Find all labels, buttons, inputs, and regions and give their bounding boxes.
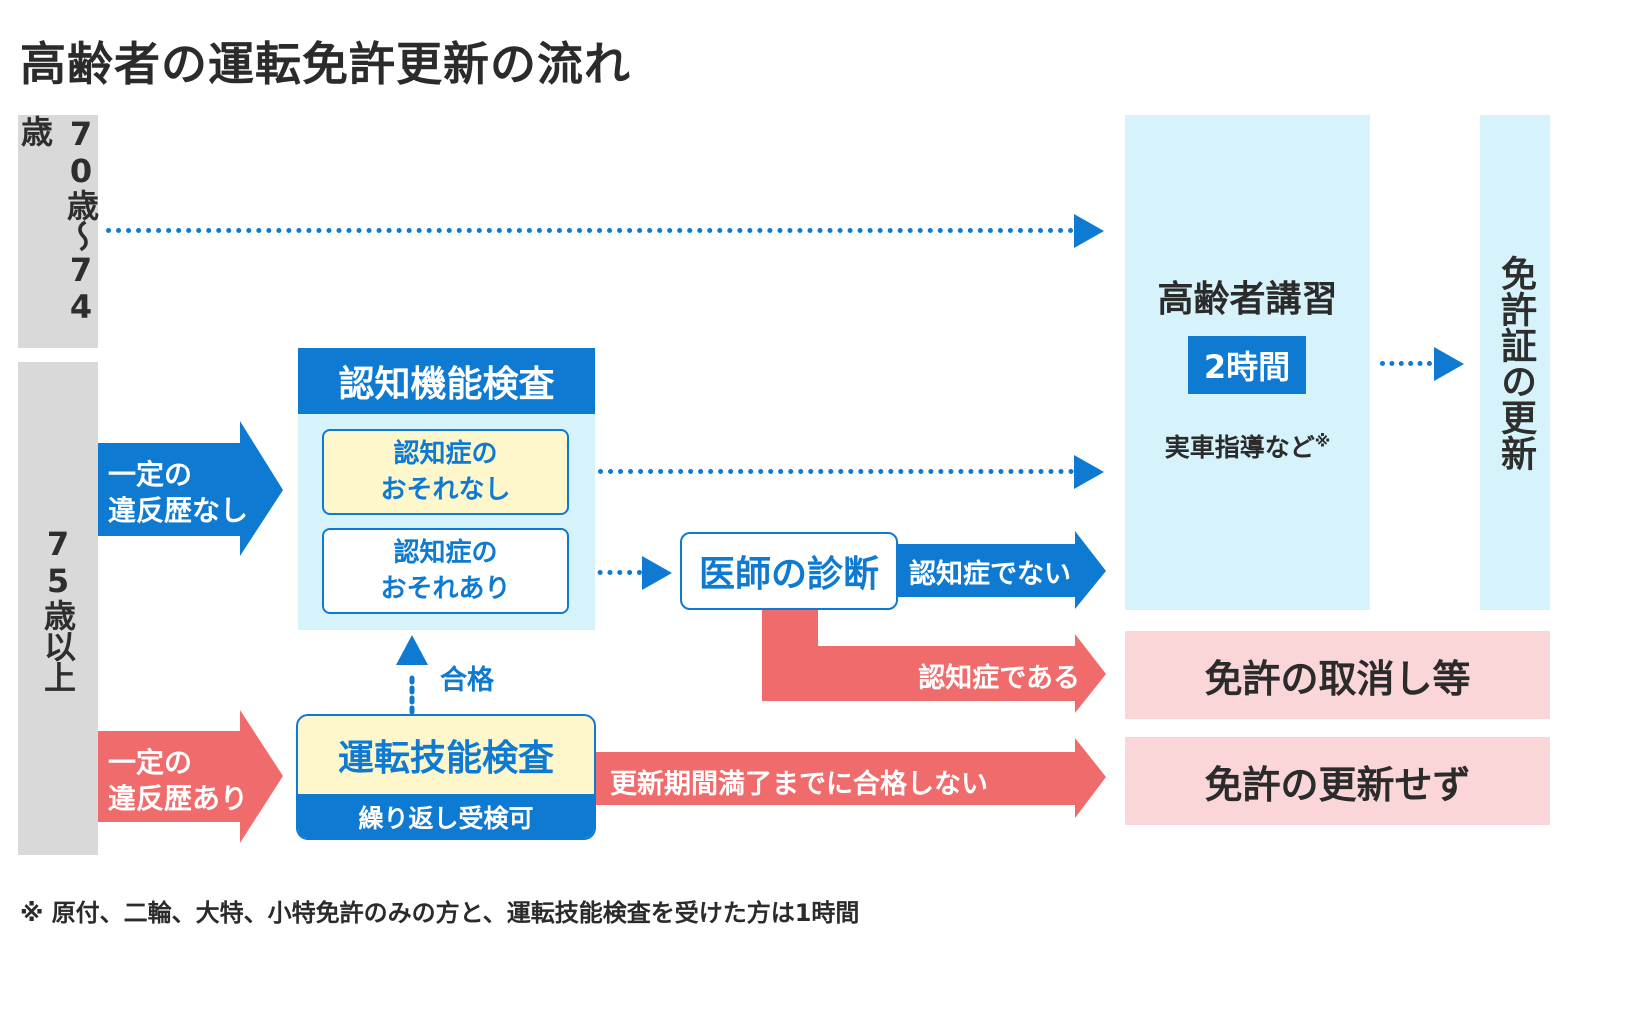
page-title: 高齢者の運転免許更新の流れ [20, 37, 631, 91]
outcome-no-renew: 免許の更新せず [1125, 737, 1550, 825]
arrow-no-violation [98, 421, 283, 556]
condition-with-violation: 一定の 違反歴あり [108, 746, 249, 815]
option-risk: 認知症の おそれあり [322, 528, 569, 614]
footnote: ※ 原付、二輪、大特、小特免許のみの方と、運転技能検査を受けた方は1時間 [20, 899, 860, 927]
cognitive-test-title: 認知機能検査 [298, 348, 595, 414]
driving-test-title: 運転技能検査 [337, 738, 554, 779]
dotted-arrow-renewal-line [1380, 361, 1432, 366]
renewal-label: 免許証の更新 [1495, 254, 1536, 471]
outcome-revoke: 免許の取消し等 [1125, 631, 1550, 719]
diagnosis-box: 医師の診断 [680, 532, 898, 610]
age-group-75-plus: 75歳以上 [18, 362, 98, 855]
lecture-duration-badge: 2時間 [1188, 336, 1306, 394]
age-group-70-74: 70歳〜74歳 [16, 115, 100, 348]
option-no-risk: 認知症の おそれなし [322, 429, 569, 515]
age-group-75-plus-label: 75歳以上 [39, 525, 77, 692]
label-pass: 合格 [440, 665, 494, 696]
dotted-arrow-70-74-line [106, 228, 1074, 233]
dotted-arrow-no-risk-line [578, 469, 1074, 474]
condition-no-violation: 一定の 違反歴なし [108, 458, 249, 527]
dotted-arrow-renewal-head [1434, 347, 1464, 381]
arrow-fail [596, 738, 1106, 818]
label-fail: 更新期間満了までに合格しない [610, 769, 988, 800]
arrow-with-violation [98, 710, 283, 843]
arrow-dementia [762, 607, 1106, 713]
dotted-arrow-no-risk-head [1074, 455, 1104, 489]
lecture-detail-text: 実車指導など [1164, 433, 1315, 462]
dotted-arrow-risk-head [642, 556, 672, 590]
driving-test-box: 運転技能検査 繰り返し受検可 [296, 714, 596, 840]
dotted-arrow-70-74-head [1074, 214, 1104, 248]
dotted-arrow-risk-line [578, 570, 642, 575]
arrow-not-dementia [895, 531, 1106, 609]
lecture-detail: 実車指導など※ [1125, 428, 1370, 464]
label-dementia: 認知症である [918, 663, 1080, 694]
arrow-pass-head [396, 635, 428, 665]
lecture-title: 高齢者講習 [1157, 279, 1338, 320]
age-group-70-74-label: 70歳〜74歳 [16, 115, 100, 325]
label-not-dementia: 認知症でない [909, 559, 1071, 590]
driving-test-subtitle: 繰り返し受検可 [298, 794, 594, 838]
lecture-detail-mark: ※ [1314, 431, 1331, 451]
renewal-panel: 免許証の更新 [1480, 115, 1550, 610]
